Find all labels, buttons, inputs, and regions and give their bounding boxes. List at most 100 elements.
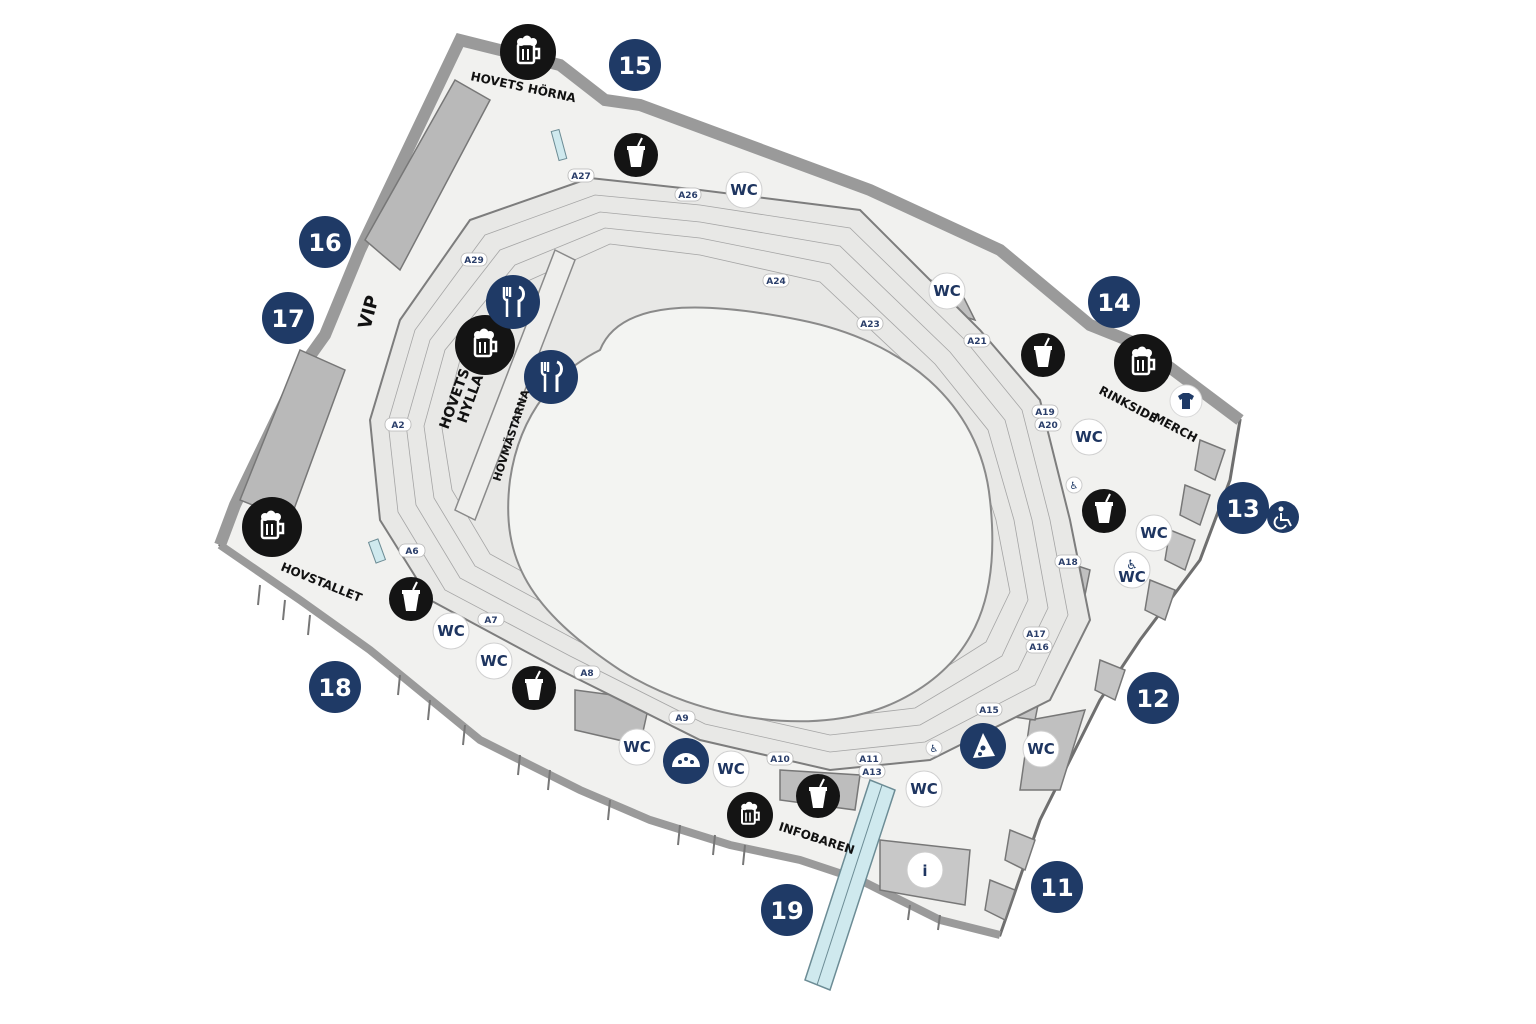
ice-rink (507, 306, 994, 723)
wc-icon[interactable]: WC (1022, 730, 1060, 768)
svg-text:WC: WC (623, 738, 651, 756)
entrance-number: 19 (770, 897, 803, 925)
wc-icon[interactable]: WC (1070, 418, 1108, 456)
entrance-19[interactable]: 19 (761, 884, 813, 936)
entrance-16[interactable]: 16 (299, 216, 351, 268)
pizza-icon[interactable] (960, 723, 1006, 769)
section-tag-a15: A15 (975, 702, 1003, 717)
entrance-number: 15 (618, 52, 651, 80)
section-tag-a10: A10 (766, 751, 794, 766)
svg-text:♿: ♿ (1126, 558, 1138, 573)
section-tag-a7: A7 (477, 612, 505, 627)
wc-icon[interactable]: WC (432, 612, 470, 650)
amenities: ♿ ♿ ♿ WC i (242, 24, 1299, 889)
svg-text:A27: A27 (571, 172, 591, 182)
entrance-12[interactable]: 12 (1127, 672, 1179, 724)
svg-text:A24: A24 (766, 277, 786, 287)
fork-knife-icon[interactable] (486, 275, 540, 329)
wc-icon[interactable]: WC (475, 642, 513, 680)
wheelchair-icon: ♿ (925, 739, 943, 757)
fork-knife-icon[interactable] (524, 350, 578, 404)
svg-text:A13: A13 (862, 768, 882, 778)
section-tag-a11: A11 (855, 751, 883, 766)
soft-drink-icon[interactable] (1082, 489, 1126, 533)
entrance-18[interactable]: 18 (309, 661, 361, 713)
entrance-number: 12 (1136, 685, 1169, 713)
svg-text:A9: A9 (675, 714, 688, 724)
svg-text:A6: A6 (405, 547, 418, 557)
beer-mug-icon[interactable] (1114, 334, 1172, 392)
svg-text:A11: A11 (859, 755, 879, 765)
svg-text:A19: A19 (1035, 408, 1055, 418)
svg-text:WC: WC (730, 181, 758, 199)
wheelchair-icon: ♿ (1065, 476, 1083, 494)
svg-text:A10: A10 (770, 755, 790, 765)
section-tag-a13: A13 (858, 764, 886, 779)
beer-mug-icon[interactable] (455, 315, 515, 375)
entrance-number: 13 (1226, 495, 1259, 523)
soft-drink-icon[interactable] (512, 666, 556, 710)
svg-text:A2: A2 (391, 421, 404, 431)
soft-drink-icon[interactable] (389, 577, 433, 621)
svg-text:♿: ♿ (1070, 481, 1079, 492)
svg-text:WC: WC (1118, 568, 1146, 586)
entrance-14[interactable]: 14 (1088, 276, 1140, 328)
svg-text:WC: WC (480, 652, 508, 670)
section-tag-a8: A8 (573, 665, 601, 680)
svg-text:A21: A21 (967, 337, 987, 347)
svg-text:A20: A20 (1038, 421, 1058, 431)
svg-text:A23: A23 (860, 320, 880, 330)
svg-text:WC: WC (1075, 428, 1103, 446)
entrance-11[interactable]: 11 (1031, 861, 1083, 913)
entrance-number: 11 (1040, 874, 1073, 902)
svg-text:A18: A18 (1058, 558, 1078, 568)
svg-text:WC: WC (910, 780, 938, 798)
soft-drink-icon[interactable] (796, 774, 840, 818)
wc-icon[interactable]: WC (618, 728, 656, 766)
entrance-number: 16 (308, 229, 341, 257)
svg-text:♿: ♿ (930, 744, 939, 755)
soft-drink-icon[interactable] (614, 133, 658, 177)
svg-text:WC: WC (437, 622, 465, 640)
entrance-17[interactable]: 17 (262, 292, 314, 344)
svg-text:A8: A8 (580, 669, 593, 679)
svg-text:i: i (922, 862, 927, 880)
entrance-15[interactable]: 15 (609, 39, 661, 91)
wc-icon[interactable]: WC (905, 770, 943, 808)
wc-icon[interactable]: WC (725, 171, 763, 209)
beer-mug-icon[interactable] (500, 24, 556, 80)
section-tag-a23: A23 (856, 316, 884, 331)
section-tag-a19: A19 (1031, 404, 1059, 419)
svg-text:A15: A15 (979, 706, 999, 716)
section-tag-a21: A21 (963, 333, 991, 348)
wc-icon[interactable]: WC (928, 272, 966, 310)
section-tag-a27: A27 (567, 168, 595, 183)
svg-text:WC: WC (717, 760, 745, 778)
section-tag-a9: A9 (668, 710, 696, 725)
svg-text:A26: A26 (678, 191, 698, 201)
entrance-number: 17 (271, 305, 304, 333)
section-tag-a26: A26 (674, 187, 702, 202)
soft-drink-icon[interactable] (1021, 333, 1065, 377)
info-icon[interactable]: i (906, 851, 944, 889)
entrance-13[interactable]: 13 (1217, 482, 1269, 534)
section-tag-a16: A16 (1025, 639, 1053, 654)
wc-accessible[interactable]: ♿ WC (1113, 551, 1151, 589)
wc-icon[interactable]: WC (1135, 514, 1173, 552)
entrance-number: 18 (318, 674, 351, 702)
section-tag-a17: A17 (1022, 626, 1050, 641)
section-tag-a24: A24 (762, 273, 790, 288)
taco-icon[interactable] (663, 738, 709, 784)
beer-mug-icon[interactable] (727, 792, 773, 838)
tshirt-icon[interactable] (1169, 384, 1203, 418)
wc-icon[interactable]: WC (712, 750, 750, 788)
section-tag-a20: A20 (1034, 417, 1062, 432)
beer-mug-icon[interactable] (242, 497, 302, 557)
svg-text:A16: A16 (1029, 643, 1049, 653)
section-tag-a2: A2 (384, 417, 412, 432)
svg-text:WC: WC (1140, 524, 1168, 542)
wheelchair-icon[interactable] (1267, 501, 1299, 533)
entrance-number: 14 (1097, 289, 1130, 317)
